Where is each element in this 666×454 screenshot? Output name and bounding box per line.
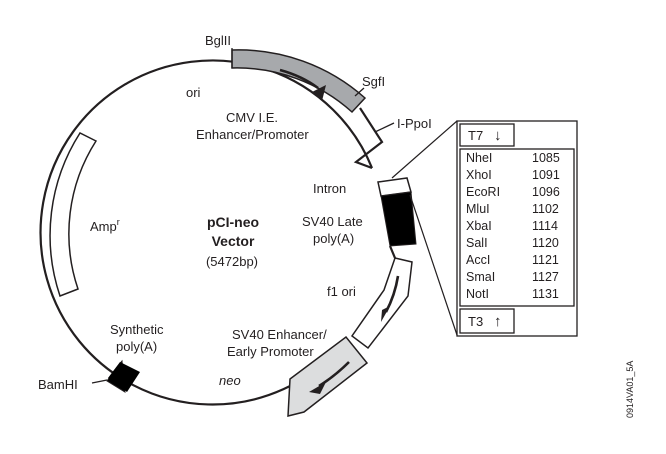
feature-label-sv40-enhancer: SV40 Enhancer/ [232,327,327,342]
sgfI-tick [354,87,365,97]
mcs-site-pos: 1085 [532,151,560,165]
mcs-t3-box [459,308,515,334]
feature-label-neo: neo [219,373,241,388]
callout-line-bottom [409,194,458,336]
amp-superscript: r [117,217,120,227]
site-label-bglII: BglII [205,33,231,48]
feature-label-sv40-late-line2: poly(A) [313,231,354,246]
feature-label-cmv-line2: Enhancer/Promoter [196,127,309,142]
mcs-site-pos: 1096 [532,185,560,199]
feature-label-intron: Intron [313,181,346,196]
cmv-arrowhead [312,85,326,101]
mcs-site-name: NotI [466,287,489,301]
callout-line-top [391,120,458,179]
mcs-sites-box [459,148,575,307]
mcs-site-name: EcoRI [466,185,500,199]
sv40-arrowhead [309,382,326,394]
mcs-site-name: XhoI [466,168,492,182]
mcs-site-pos: 1120 [532,236,559,250]
f1-arrowhead [381,306,390,322]
mcs-t7-arrow-icon: ↓ [494,127,502,144]
intron-zigzag [353,107,384,170]
mcs-site-pos: 1102 [532,202,559,216]
site-label-ippoI: I-PpoI [397,116,432,131]
mcs-site-pos: 1091 [532,168,560,182]
site-label-bamHI: BamHI [38,377,78,392]
mcs-t7-box [459,123,515,147]
bamHI-tick [91,379,108,384]
mcs-site-name: SalI [466,236,488,250]
feature-label-f1-ori: f1 ori [327,284,356,299]
vector-name-line2: Vector [212,233,255,249]
mcs-site-pos: 1131 [532,287,559,301]
feature-label-synthetic-line2: poly(A) [116,339,157,354]
mcs-site-name: MluI [466,202,490,216]
figure-code: 0914VA01_5A [625,361,635,418]
cmv-promoter-block [231,49,367,114]
feature-label-synthetic: Synthetic [110,322,164,337]
ippoI-tick [374,122,395,133]
mcs-site-list: NheI 1085 XhoI 1091 EcoRI 1096 MluI 1102… [466,151,560,301]
feature-label-sv40-enhancer-line2: Early Promoter [227,344,314,359]
backbone-link [388,245,397,259]
site-label-sgfI: SgfI [362,74,385,89]
mcs-t7-label: T7 [468,128,483,143]
amp-text: Amp [90,219,117,234]
feature-label-amp: Ampr [90,217,120,234]
feature-label-sv40-late: SV40 Late [302,214,363,229]
mcs-site-name: NheI [466,151,492,165]
amp-resistance-block [49,132,98,297]
mcs-t3-label: T3 [468,314,483,329]
f1-ori-block [350,257,413,350]
mcs-site-pos: 1121 [532,253,559,267]
mcs-t3-arrow-icon: ↑ [494,313,502,330]
sv40-late-polya-block [380,191,417,247]
mcs-site-pos: 1127 [532,270,559,284]
sv40-enhancer-block [287,335,369,417]
feature-label-cmv: CMV I.E. [226,110,278,125]
cmv-direction-arrow [279,68,319,90]
mcs-site-name: XbaI [466,219,492,233]
vector-name-line1: pCI-neo [207,214,259,230]
vector-size: (5472bp) [206,254,258,269]
mcs-site-name: SmaI [466,270,495,284]
sv40-direction-arrow [318,361,350,388]
synthetic-polya-mark [108,362,140,392]
mcs-site-name: AccI [466,253,490,267]
mcs-site-pos: 1114 [532,219,558,233]
feature-label-ori: ori [186,85,201,100]
